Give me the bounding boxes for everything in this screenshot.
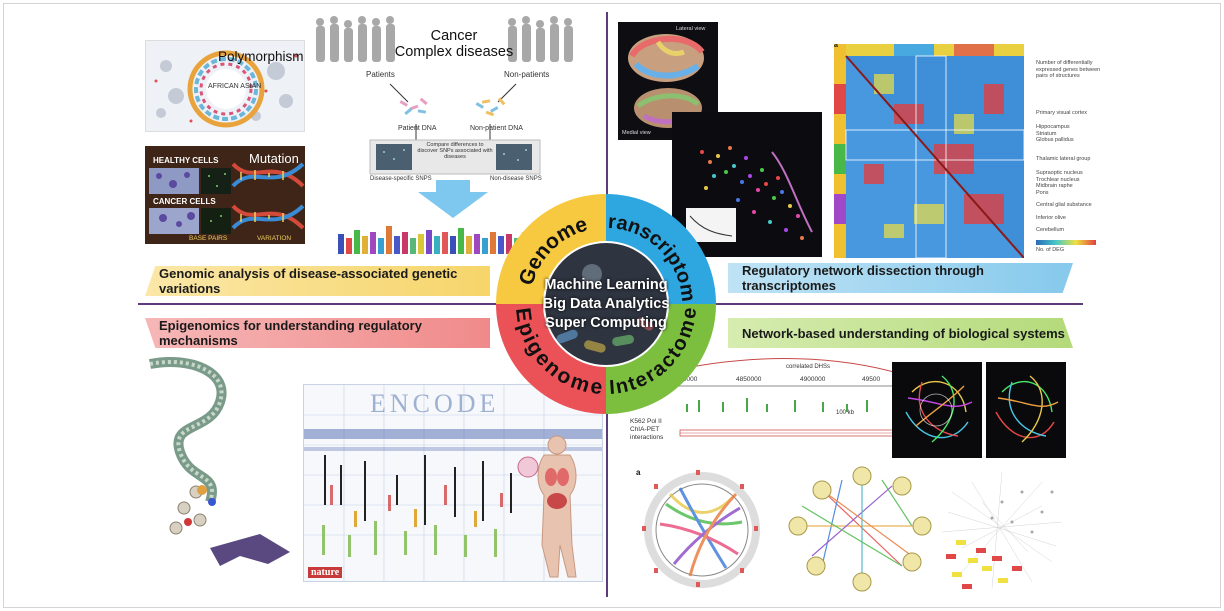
patient-dna-label: Patient DNA: [398, 125, 437, 132]
deg-colorbar: [1036, 239, 1096, 245]
patients-label: Patients: [366, 70, 395, 79]
large-ppi-network: [932, 462, 1072, 598]
disease-snps-label: Disease-specific SNPS: [370, 176, 432, 182]
supraoptic-label: Supraoptic nucleus: [1036, 170, 1083, 176]
center-line-2: Big Data Analytics: [542, 296, 670, 312]
non-patient-dna-label: Non-patient DNA: [470, 125, 523, 132]
african-label: AFRICAN: [208, 83, 239, 90]
chia-pet-label: ChIA-PET: [630, 426, 660, 433]
compare-label: Compare differences to discover SNPs ass…: [417, 142, 493, 160]
center-line-3: Super Computing: [545, 315, 667, 331]
non-patients-label: Non-patients: [504, 70, 550, 79]
heatmap-annotations: Number of differentially expressed genes…: [1036, 60, 1106, 253]
circos-plot: a: [630, 464, 770, 594]
globus-label: Globus pallidus: [1036, 137, 1074, 143]
genome-banner: Genomic analysis of disease-associated g…: [145, 266, 490, 296]
variation-label: VARIATION: [257, 235, 292, 242]
circos-panel-a-label: a: [636, 468, 641, 477]
asian-label: ASIAN: [240, 83, 262, 90]
african-asian-label: AFRICAN ASIAN: [208, 83, 261, 90]
deg-heatmap: a: [834, 44, 1024, 258]
no-deg-label: No. of DEG: [1036, 246, 1065, 253]
brain-atlas: Lateral view Medial view: [618, 22, 718, 140]
trochlear-label: Trochlear nucleus: [1036, 176, 1080, 183]
nondisease-snps-label: Non-disease SNPS: [490, 176, 542, 182]
primary-visual-label: Primary visual cortex: [1036, 109, 1088, 116]
gwas-workflow: Cancer Complex diseases Patients Non-pat…: [308, 14, 598, 262]
thalamic-label: Thalamic lateral group: [1036, 155, 1091, 162]
medial-view-label: Medial view: [622, 130, 651, 136]
cancer-cells-label: CANCER CELLS: [153, 197, 216, 206]
scale-label: 100 kb: [836, 410, 855, 416]
coord-4: 49500: [862, 376, 881, 383]
striatum-label: Striatum: [1036, 130, 1057, 137]
omics-wheel: Genome Transcriptome Epigenome Interacto…: [492, 190, 716, 414]
complex-diseases-label: Complex diseases: [394, 44, 514, 60]
coord-3: 4900000: [800, 376, 826, 383]
transcriptome-banner: Regulatory network dissection through tr…: [728, 263, 1073, 293]
center-text: Machine Learning Big Data Analytics Supe…: [536, 276, 676, 333]
mutation-label: Mutation: [249, 151, 299, 166]
interactions-label: interactions: [630, 434, 664, 441]
encode-title: ENCODE: [370, 389, 500, 418]
correlated-dhs-label: correlated DHSs: [786, 364, 831, 370]
base-pairs-label: BASE PAIRS: [189, 235, 228, 242]
k562-label: K562 Pol II: [630, 418, 662, 425]
num-deg-label: Number of differentially expressed genes…: [1036, 60, 1101, 79]
heatmap-panel-a-label: a: [834, 44, 838, 49]
midbrain-label: Midbrain raphe: [1036, 183, 1073, 189]
encode-heatmap: ENCODE nature: [303, 384, 603, 582]
network-render-2: [986, 362, 1066, 458]
mutation-panel: Mutation HEALTHY CELLS CANCER CELLS BASE…: [145, 146, 305, 244]
pathway-network: [782, 466, 942, 592]
nature-logo: nature: [308, 567, 343, 578]
cancer-label: Cancer: [430, 28, 478, 44]
hippocampus-label: Hippocampus: [1036, 124, 1070, 130]
network-render-1: [892, 362, 982, 458]
pca-scatter: [672, 112, 822, 257]
interactome-banner: Network-based understanding of biologica…: [728, 318, 1073, 348]
center-line-1: Machine Learning: [544, 277, 668, 293]
coord-2: 4850000: [736, 376, 762, 383]
pons-label: Pons: [1036, 189, 1049, 196]
healthy-cells-label: HEALTHY CELLS: [153, 156, 219, 165]
epigenome-banner: Epigenomics for understanding regulatory…: [145, 318, 490, 348]
lateral-view-label: Lateral view: [676, 26, 706, 32]
polymorphism-label: Polymorphism: [218, 49, 304, 64]
inferior-olive-label: Inferior olive: [1036, 214, 1066, 221]
pills-graphic: [556, 264, 654, 353]
cerebellum-label: Cerebellum: [1036, 227, 1065, 233]
central-grey-label: Central glial substance: [1036, 202, 1092, 208]
chromatin-illustration: [140, 352, 300, 572]
polymorphism-map: Polymorphism AFRICAN ASIAN: [145, 40, 305, 132]
